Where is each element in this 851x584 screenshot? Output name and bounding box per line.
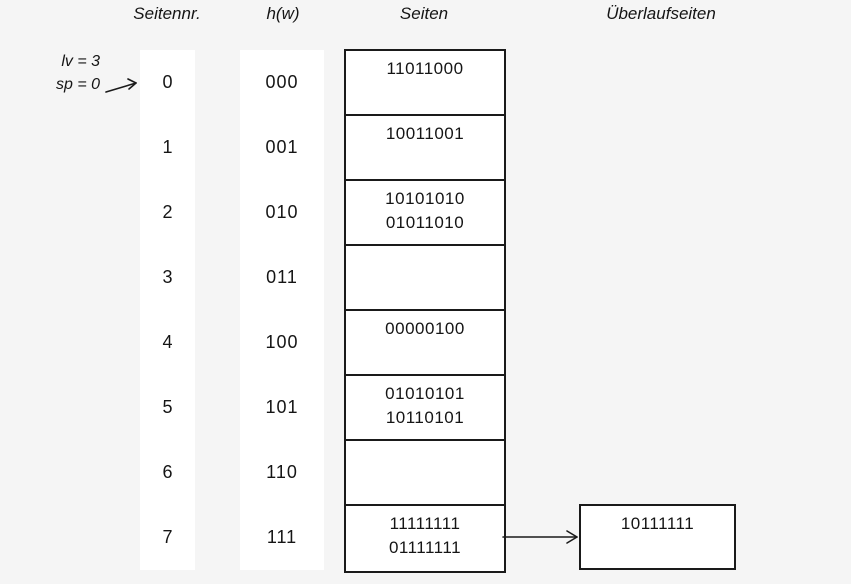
level-value: lv = 3 [61, 53, 100, 70]
overflow-page-box: 10111111 [579, 504, 736, 570]
page-entry: 00000100 [385, 319, 465, 338]
page-number-column: 0 1 2 3 4 5 6 7 [140, 50, 195, 570]
column-header-seitennr: Seitennr. [133, 4, 201, 23]
hash-value: 100 [265, 332, 299, 352]
page-cell-6 [346, 441, 504, 506]
page-cell-4: 00000100 [346, 311, 504, 376]
hash-value: 111 [266, 527, 298, 547]
page-entry: 01011010 [385, 213, 465, 232]
page-entry [346, 146, 504, 170]
page-entry [346, 276, 504, 300]
page-number: 3 [162, 267, 173, 287]
overflow-arrow-icon [502, 530, 578, 544]
page-entry: 11111111 [389, 514, 461, 533]
hash-value: 101 [265, 397, 299, 417]
page-cell-2: 10101010 01011010 [346, 181, 504, 246]
hash-value: 010 [265, 202, 299, 222]
page-entry [346, 447, 504, 471]
page-entry [346, 81, 504, 105]
hash-value-column: 000 001 010 011 100 101 110 111 [240, 50, 324, 570]
page-number: 5 [162, 397, 173, 417]
page-number: 7 [162, 527, 173, 547]
page-entry: 10101010 [385, 189, 465, 208]
column-header-seiten: Seiten [399, 4, 449, 23]
column-header-hw: h(w) [266, 4, 300, 23]
page-number: 4 [162, 332, 173, 352]
split-pointer-arrow-icon [105, 78, 137, 93]
page-entry: 10110101 [385, 408, 465, 427]
page-number: 2 [162, 202, 173, 222]
page-entry: 11011000 [386, 59, 464, 78]
page-entry: 01111111 [388, 538, 462, 557]
split-pointer-value: sp = 0 [55, 76, 100, 93]
page-cell-3 [346, 246, 504, 311]
hash-value: 000 [265, 72, 299, 92]
page-cell-7: 11111111 01111111 [346, 506, 504, 571]
page-cell-5: 01010101 10110101 [346, 376, 504, 441]
page-number: 6 [162, 462, 173, 482]
pages-table: 11011000 10011001 10101010 01011010 0000… [344, 49, 506, 573]
page-number: 1 [162, 137, 173, 157]
page-cell-0: 11011000 [346, 51, 504, 116]
hash-value: 011 [266, 267, 298, 287]
page-cell-1: 10011001 [346, 116, 504, 181]
state-annotation: lv = 3 sp = 0 [26, 50, 100, 96]
hash-value: 110 [266, 462, 298, 482]
page-entry [346, 341, 504, 365]
overflow-page-entry: 10111111 [620, 514, 695, 533]
page-number: 0 [162, 72, 173, 92]
page-entry: 01010101 [385, 384, 465, 403]
page-entry [346, 471, 504, 495]
column-header-ueberlaufseiten: Überlaufseiten [606, 4, 716, 23]
page-entry [346, 252, 504, 276]
page-entry: 10011001 [385, 124, 465, 143]
hash-value: 001 [265, 137, 299, 157]
